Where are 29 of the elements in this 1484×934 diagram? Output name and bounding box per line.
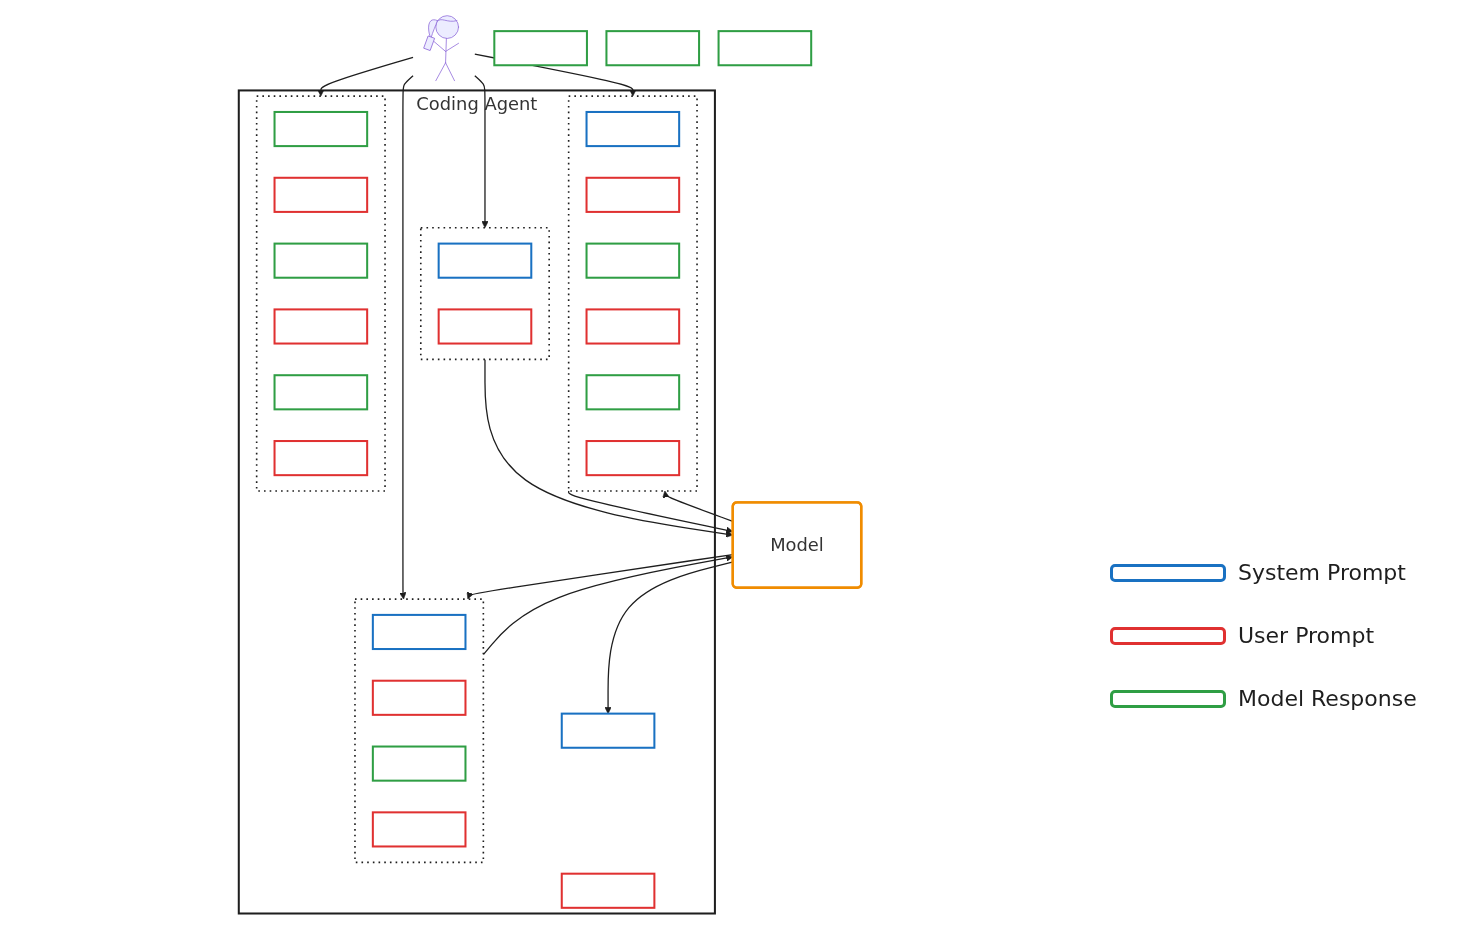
node-bar	[273, 176, 369, 213]
node-bar	[273, 242, 369, 279]
node-bar	[605, 30, 701, 67]
node-bar	[371, 745, 467, 782]
node-bar	[585, 440, 681, 477]
legend-label: User Prompt	[1238, 623, 1375, 648]
arrow	[317, 56, 414, 97]
node-bar	[273, 308, 369, 345]
node-bar	[371, 613, 467, 651]
node-bar	[437, 308, 533, 345]
node-bar	[585, 110, 681, 148]
node-bar	[560, 872, 656, 909]
node-bar	[437, 242, 533, 279]
node-bar	[560, 712, 656, 749]
node-bar	[585, 242, 681, 279]
node-bar	[273, 374, 369, 411]
arrow	[474, 75, 489, 229]
legend-label: System Prompt	[1238, 560, 1406, 585]
node-bar	[371, 679, 467, 716]
node-bar	[273, 440, 369, 477]
node-bar	[585, 176, 681, 213]
node-bar	[493, 30, 588, 67]
arrow	[399, 75, 414, 600]
node-bar	[371, 811, 467, 848]
node-bar	[585, 374, 681, 411]
node-bar	[585, 308, 681, 345]
legend-label: Model Response	[1238, 686, 1417, 711]
node-bar	[273, 110, 369, 148]
node-bar	[717, 30, 813, 67]
